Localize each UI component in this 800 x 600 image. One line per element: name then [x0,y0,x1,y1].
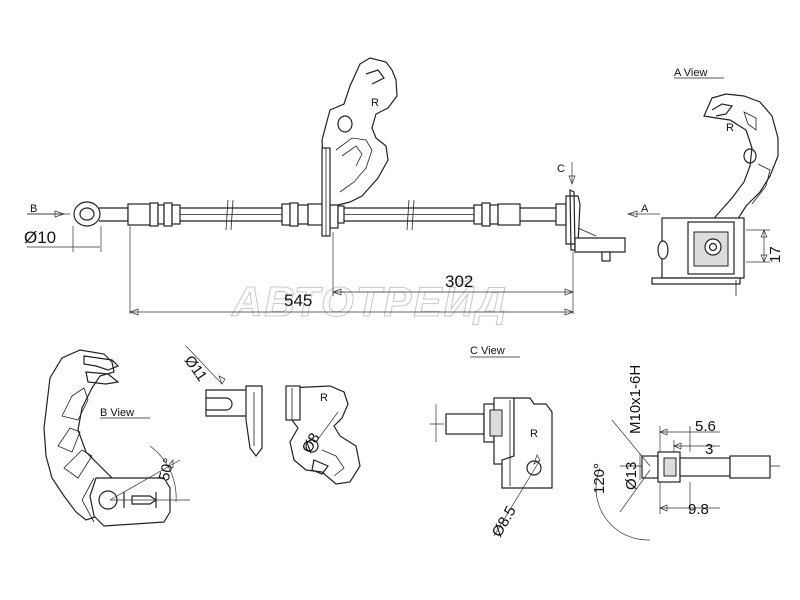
view-a-title: A View [674,67,707,79]
dim-len-5-6: 5.6 [695,418,716,435]
arrow-c-label: C [557,163,565,175]
fitting-detail [595,419,780,541]
dim-hole-c: Ø8.5 [489,503,520,540]
dim-fitting-diameter: Ø13 [623,462,640,490]
detail-bracket-right: R [285,385,361,485]
arrow-b-label: B [30,203,37,215]
dim-hole-b: Ø11 [181,353,211,385]
dim-len-3: 3 [705,441,713,458]
dim-angle-fitting: 120° [591,463,608,494]
view-c-drawing: R [430,356,553,537]
brake-hose-main: R [73,57,626,262]
main-dimensions [27,162,660,316]
dim-len-9-8: 9.8 [688,501,709,518]
dim-eye-diameter: Ø10 [24,228,56,247]
dim-total-length: 545 [284,291,312,310]
r-mark-a: R [726,122,734,134]
dim-partial-length: 302 [445,272,473,291]
dim-bracket-height: 17 [767,246,784,263]
arrow-a-label: A [641,203,649,215]
view-b-drawing [43,349,190,527]
watermark: АВТОТРЕЙД [231,276,508,325]
dim-angle-b: 50° [156,456,178,482]
view-c-title: C View [470,345,505,357]
dim-thread: M10x1-6H [627,365,644,434]
r-mark-main: R [371,97,379,109]
r-mark-detail: R [320,392,328,404]
view-a-drawing: R [651,77,779,296]
r-mark-c: R [530,428,538,440]
view-b-title: B View [100,407,134,419]
detail-bracket-left [185,345,263,457]
